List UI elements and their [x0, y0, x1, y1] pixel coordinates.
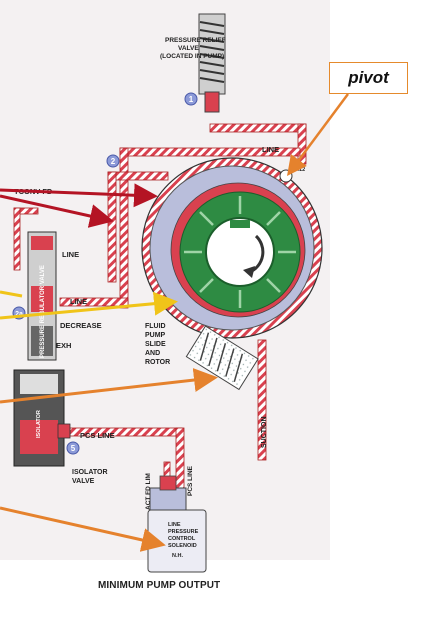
label-slide: SLIDE: [145, 341, 166, 348]
line-relief-horizontal: [209, 123, 307, 133]
line-pcs-vertical: [175, 427, 185, 497]
label-isolator: ISOLATOR: [72, 469, 108, 476]
label-valve: VALVE: [178, 45, 199, 52]
label-pressure-relief: PRESSURE RELIEF: [165, 37, 226, 44]
line-tconv-vertical: [107, 171, 117, 283]
pivot-callout: pivot: [329, 62, 408, 94]
label-nh: N.H.: [172, 553, 183, 559]
label-line-mid: LINE: [70, 297, 87, 306]
arrow-yellow-1: [0, 290, 23, 298]
label-fluid: FLUID: [145, 323, 166, 330]
marker-5: [66, 441, 80, 455]
arrow-dark-red-1: [0, 183, 158, 208]
label-and: AND: [145, 350, 160, 357]
annotation-arrows: [0, 93, 350, 552]
label-suction: SUCTION: [261, 417, 268, 449]
pressure-regulator-valve: [27, 231, 57, 361]
line-left-vertical: [119, 147, 129, 309]
arrow-orange-spring: [0, 368, 218, 404]
line-left-short: [13, 207, 21, 271]
marker-2-label: 2: [111, 157, 116, 166]
marker-2a-label: 2a: [15, 311, 23, 318]
arrow-dark-red-2: [0, 194, 114, 228]
label-decrease: DECREASE: [60, 321, 102, 330]
label-pcs-line: PCS LINE: [80, 431, 115, 440]
line-tconv-horizontal: [107, 171, 169, 181]
label-line-top: LINE: [262, 145, 279, 154]
marker-5-label: 5: [71, 444, 76, 453]
pressure-relief-valve: [198, 13, 226, 113]
marker-1-label: 1: [189, 95, 194, 104]
label-pump: PUMP: [145, 332, 166, 339]
label-located-in-pump: (LOCATED IN PUMP): [160, 53, 224, 60]
label-solenoid-pressure: PRESSURE: [168, 529, 199, 535]
label-412: 412: [296, 167, 305, 173]
label-act-fd-lim: ACT FD LIM: [145, 473, 152, 510]
label-solenoid-control: CONTROL: [168, 536, 196, 542]
pump-assembly: [141, 157, 323, 391]
arrow-orange-solenoid: [0, 506, 166, 552]
arrow-yellow-2: [0, 291, 178, 320]
label-solenoid: SOLENOID: [168, 543, 197, 549]
label-isolator-valve: VALVE: [72, 478, 95, 485]
line-mid-horizontal: [59, 297, 129, 307]
line-pressure-control-solenoid: [147, 475, 207, 573]
label-line-regulator: LINE: [62, 250, 79, 259]
diagram-caption: MINIMUM PUMP OUTPUT: [98, 580, 221, 591]
label-isolator-vertical: ISOLATOR: [36, 410, 42, 438]
isolator-valve: [13, 369, 71, 467]
circuit-markers: 1 2 2a 5: [12, 92, 198, 455]
label-pcs-line-vertical: PCS LINE: [187, 465, 194, 496]
arrow-orange-pivot: [287, 93, 350, 177]
label-exh: EXH: [56, 341, 71, 350]
label-pressure-regulator-valve: PRESSURE REGULATOR VALVE: [40, 265, 46, 358]
marker-1: [184, 92, 198, 106]
line-suction: [257, 339, 267, 461]
label-solenoid-line: LINE: [168, 522, 181, 528]
marker-2: [106, 154, 120, 168]
label-rotor: ROTOR: [145, 359, 170, 366]
